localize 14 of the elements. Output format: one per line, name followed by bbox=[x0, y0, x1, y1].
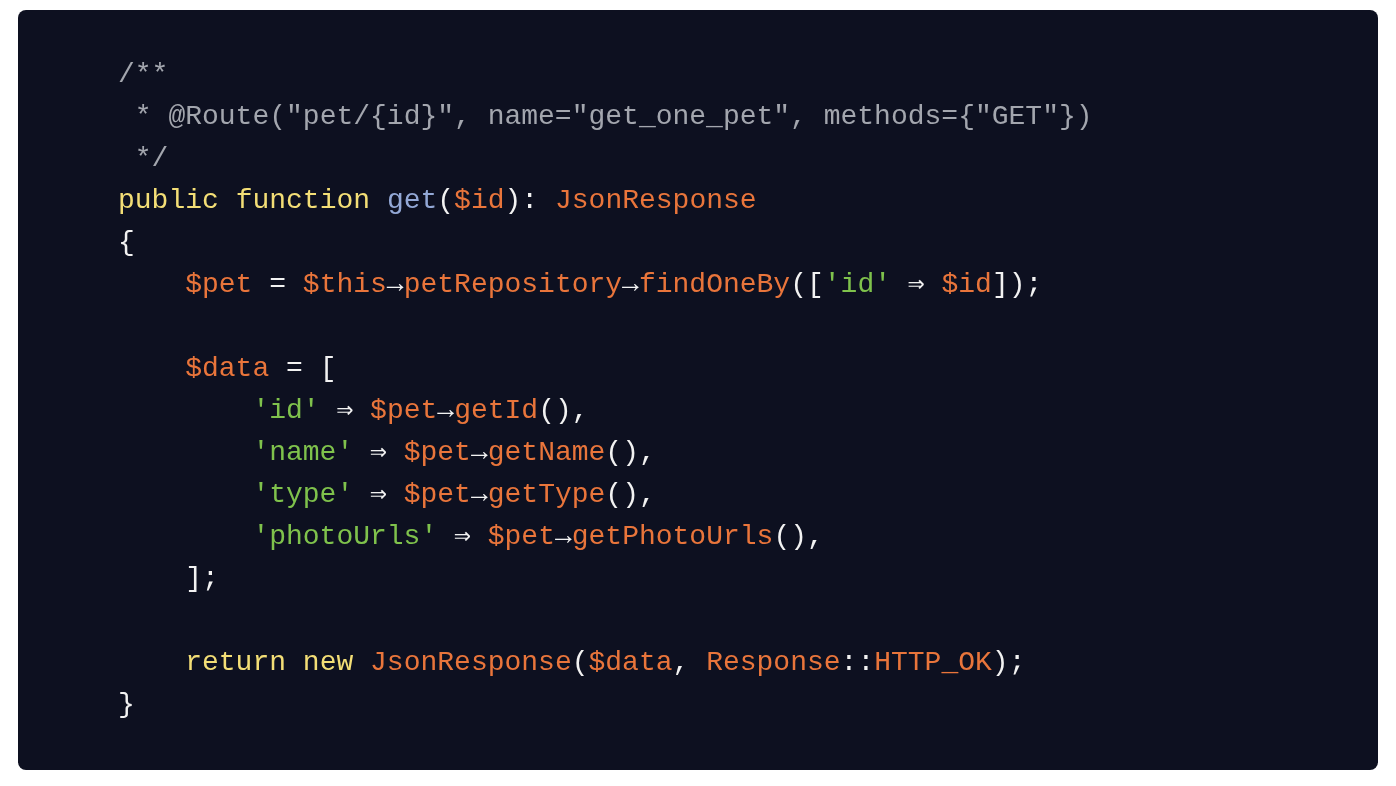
code-line: } bbox=[118, 688, 135, 722]
code-line: /** bbox=[118, 58, 169, 92]
code-line: 'id' ⇒ $pet→getId(), bbox=[252, 394, 589, 428]
code-line: $pet = $this→petRepository→findOneBy(['id' ⇒ $id]); bbox=[185, 268, 1043, 302]
code-line: */ bbox=[134, 142, 169, 176]
code-line: $data = [ bbox=[185, 352, 337, 386]
code-line: * @Route("pet/{id}", name="get_one_pet", methods={"GET"}) bbox=[134, 100, 1093, 134]
code-line: 'photoUrls' ⇒ $pet→getPhotoUrls(), bbox=[252, 520, 824, 554]
code-line: return new JsonResponse($data, Response::HTTP_OK); bbox=[185, 646, 1026, 680]
code-line: 'name' ⇒ $pet→getName(), bbox=[252, 436, 656, 470]
code-line: ]; bbox=[185, 562, 219, 596]
code-line: public function get($id): JsonResponse bbox=[118, 184, 757, 218]
code-line: { bbox=[118, 226, 135, 260]
code-line: 'type' ⇒ $pet→getType(), bbox=[252, 478, 656, 512]
